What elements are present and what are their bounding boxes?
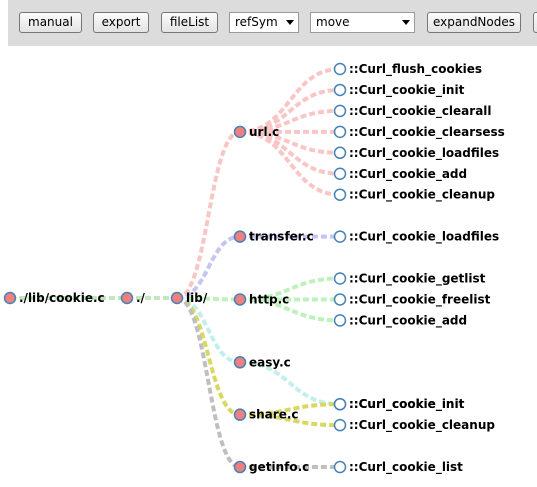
function-node[interactable]: ::Curl_cookie_init: [333, 83, 465, 98]
file-node-url[interactable]: url.c: [233, 125, 280, 139]
manual-button[interactable]: manual: [19, 12, 82, 33]
function-node-circle[interactable]: [333, 146, 347, 160]
chevron-down-icon: [402, 20, 410, 25]
function-node[interactable]: ::Curl_cookie_loadfiles: [333, 230, 500, 245]
tree-nodes: ./lib/cookie.c ./ lib/url.c::Curl_flush_co…: [3, 62, 505, 475]
function-node-circle[interactable]: [333, 272, 347, 285]
function-node-circle[interactable]: [333, 314, 347, 327]
file-node-transfer-label: transfer.c: [249, 230, 314, 244]
link-lib-url: [176, 129, 241, 300]
file-node-getinfo-circle[interactable]: [233, 460, 247, 474]
function-node[interactable]: ::Curl_cookie_add: [333, 313, 468, 328]
function-node-label: ::Curl_cookie_loadfiles: [349, 230, 499, 245]
function-node-circle[interactable]: [333, 230, 347, 243]
function-node-label: ::Curl_cookie_getlist: [349, 272, 486, 287]
function-node-label: ::Curl_cookie_clearall: [349, 104, 492, 119]
move-select-value: move: [316, 15, 350, 29]
function-node-label: ::Curl_cookie_freelist: [349, 292, 491, 307]
link-lib-share: [176, 296, 241, 417]
function-node-label: ::Curl_cookie_add: [349, 313, 467, 328]
link-url-fn: [239, 129, 341, 197]
dir-node[interactable]: ./: [120, 291, 146, 305]
lib-node[interactable]: lib/: [170, 291, 208, 305]
file-node-easy[interactable]: easy.c: [233, 355, 291, 369]
file-node-share[interactable]: share.c: [233, 408, 299, 422]
function-node-label: ::Curl_cookie_loadfiles: [349, 146, 499, 161]
link-http-fn: [239, 297, 341, 323]
function-node-label: ::Curl_cookie_list: [349, 460, 463, 475]
function-node-label: ::Curl_cookie_init: [349, 397, 465, 412]
function-node[interactable]: ::Curl_cookie_getlist: [333, 272, 486, 287]
lib-node-label: lib/: [186, 291, 208, 305]
file-node-transfer-circle[interactable]: [233, 230, 247, 243]
file-node-share-circle[interactable]: [233, 408, 247, 421]
root-file-node-label: ./lib/cookie.c: [19, 291, 105, 305]
link-lib-transfer: [176, 234, 241, 300]
link-lib-http: [176, 296, 241, 302]
function-node-circle[interactable]: [333, 418, 347, 432]
function-node-circle[interactable]: [333, 188, 347, 201]
function-node-circle[interactable]: [333, 104, 347, 118]
file-node-url-circle[interactable]: [233, 125, 247, 139]
file-node-http-label: http.c: [249, 292, 289, 306]
move-select[interactable]: move: [310, 12, 415, 33]
function-node[interactable]: ::Curl_cookie_add: [333, 167, 468, 182]
file-node-transfer[interactable]: transfer.c: [233, 230, 314, 244]
export-button[interactable]: export: [93, 12, 149, 33]
file-node-share-label: share.c: [249, 408, 299, 422]
dir-node-circle[interactable]: [120, 291, 134, 305]
function-node-label: ::Curl_flush_cookies: [349, 62, 482, 77]
function-node[interactable]: ::Curl_cookie_clearall: [333, 104, 492, 119]
function-node[interactable]: ::Curl_cookie_cleanup: [333, 188, 496, 203]
function-node[interactable]: ::Curl_flush_cookies: [333, 62, 483, 77]
file-node-http-circle[interactable]: [233, 293, 247, 306]
file-node-easy-label: easy.c: [249, 355, 291, 369]
function-node[interactable]: ::Curl_cookie_list: [333, 460, 464, 475]
function-node-label: ::Curl_cookie_cleanup: [349, 418, 495, 433]
function-node-label: ::Curl_cookie_add: [349, 167, 467, 182]
function-node-circle[interactable]: [333, 293, 347, 306]
expand-nodes-button[interactable]: expandNodes: [427, 12, 521, 33]
root-file-node[interactable]: ./lib/cookie.c: [3, 291, 105, 305]
function-node-label: ::Curl_cookie_clearsess: [349, 125, 505, 140]
function-node-label: ::Curl_cookie_cleanup: [349, 188, 495, 203]
function-node[interactable]: ::Curl_cookie_cleanup: [333, 418, 496, 433]
refsym-select[interactable]: refSym: [229, 12, 299, 33]
file-node-getinfo-label: getinfo.c: [249, 460, 309, 474]
function-node[interactable]: ::Curl_cookie_loadfiles: [333, 146, 500, 161]
function-node-label: ::Curl_cookie_init: [349, 397, 465, 412]
function-node-circle[interactable]: [333, 167, 347, 180]
function-node[interactable]: ::Curl_cookie_init: [333, 397, 465, 412]
function-node-circle[interactable]: [333, 62, 347, 76]
function-node-circle[interactable]: [333, 397, 347, 411]
lib-node-circle[interactable]: [170, 291, 184, 305]
function-node-circle[interactable]: [333, 460, 347, 474]
function-node[interactable]: ::Curl_cookie_freelist: [333, 292, 491, 307]
file-node-url-label: url.c: [249, 125, 279, 139]
link-share-fn: [239, 412, 341, 428]
file-node-easy-circle[interactable]: [233, 356, 247, 369]
file-node-http[interactable]: http.c: [233, 292, 290, 306]
function-node-circle[interactable]: [333, 125, 347, 139]
link-url-fn: [239, 67, 341, 134]
function-node-circle[interactable]: [333, 83, 347, 97]
chevron-down-icon: [286, 20, 294, 25]
filelist-button[interactable]: fileList: [161, 12, 218, 33]
function-node-label: ::Curl_cookie_init: [349, 83, 465, 98]
tree-links: [9, 67, 341, 470]
dir-node-label: ./: [136, 291, 146, 305]
toolbar-overflow-button[interactable]: [533, 12, 537, 33]
refsym-select-value: refSym: [235, 15, 278, 29]
toolbar: manual export fileList refSym move expan…: [8, 0, 537, 46]
function-node[interactable]: ::Curl_cookie_clearsess: [333, 125, 505, 140]
link-easy-fn: [239, 360, 341, 407]
root-file-node-circle[interactable]: [3, 291, 17, 305]
link-lib-getinfo: [176, 296, 241, 470]
file-node-getinfo[interactable]: getinfo.c: [233, 460, 310, 474]
